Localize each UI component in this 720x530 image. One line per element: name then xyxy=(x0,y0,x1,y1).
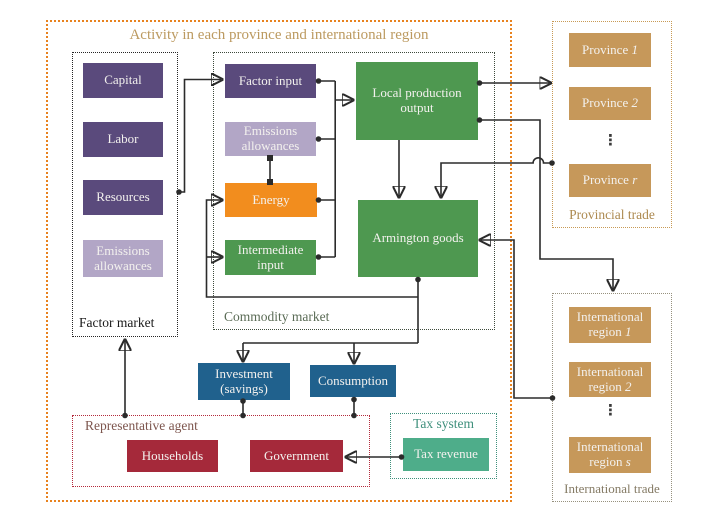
provincial-trade-label: Provincial trade xyxy=(569,207,655,222)
international-prefix: International region xyxy=(576,439,644,469)
node-emissions-allowances-factor: Emissions allowances xyxy=(83,240,163,277)
representative-agent-frame: Representative agent xyxy=(72,415,370,487)
representative-agent-label: Representative agent xyxy=(85,418,198,433)
province-index: r xyxy=(632,172,638,188)
tax-system-label: Tax system xyxy=(413,416,474,431)
node-labor: Labor xyxy=(83,122,163,157)
province-prefix: Province xyxy=(582,172,629,188)
node-households: Households xyxy=(127,440,218,472)
international-index: 1 xyxy=(624,324,632,339)
international-ellipsis: ⋮ xyxy=(603,401,618,419)
node-government: Government xyxy=(250,440,343,472)
node-emissions-allowances-commodity: Emissions allowances xyxy=(225,122,316,156)
provincial-ellipsis: ⋮ xyxy=(603,131,618,149)
international-index: 2 xyxy=(624,378,632,394)
node-resources: Resources xyxy=(83,180,163,215)
province-prefix: Province xyxy=(582,95,629,111)
node-capital: Capital xyxy=(83,63,163,98)
activity-region-title: Activity in each province and internatio… xyxy=(129,27,429,43)
commodity-market-label: Commodity market xyxy=(224,309,330,324)
international-index: s xyxy=(625,454,631,469)
international-prefix: International region xyxy=(576,309,644,339)
province-prefix: Province xyxy=(582,41,629,57)
node-consumption: Consumption xyxy=(310,365,396,397)
node-local-production-output: Local production output xyxy=(356,62,478,140)
factor-market-label: Factor market xyxy=(79,315,155,330)
tax-system-frame: Tax system xyxy=(390,413,497,479)
node-armington-goods: Armington goods xyxy=(358,200,478,277)
province-index: 1 xyxy=(631,41,638,57)
international-trade-label: International trade xyxy=(564,481,660,496)
node-investment-savings: Investment (savings) xyxy=(198,363,290,400)
node-intermediate-input: Intermediate input xyxy=(225,240,316,275)
node-factor-input: Factor input xyxy=(225,64,316,98)
node-energy: Energy xyxy=(225,183,317,217)
province-index: 2 xyxy=(631,95,638,111)
international-prefix: International region xyxy=(576,363,644,394)
node-tax-revenue: Tax revenue xyxy=(403,438,489,471)
